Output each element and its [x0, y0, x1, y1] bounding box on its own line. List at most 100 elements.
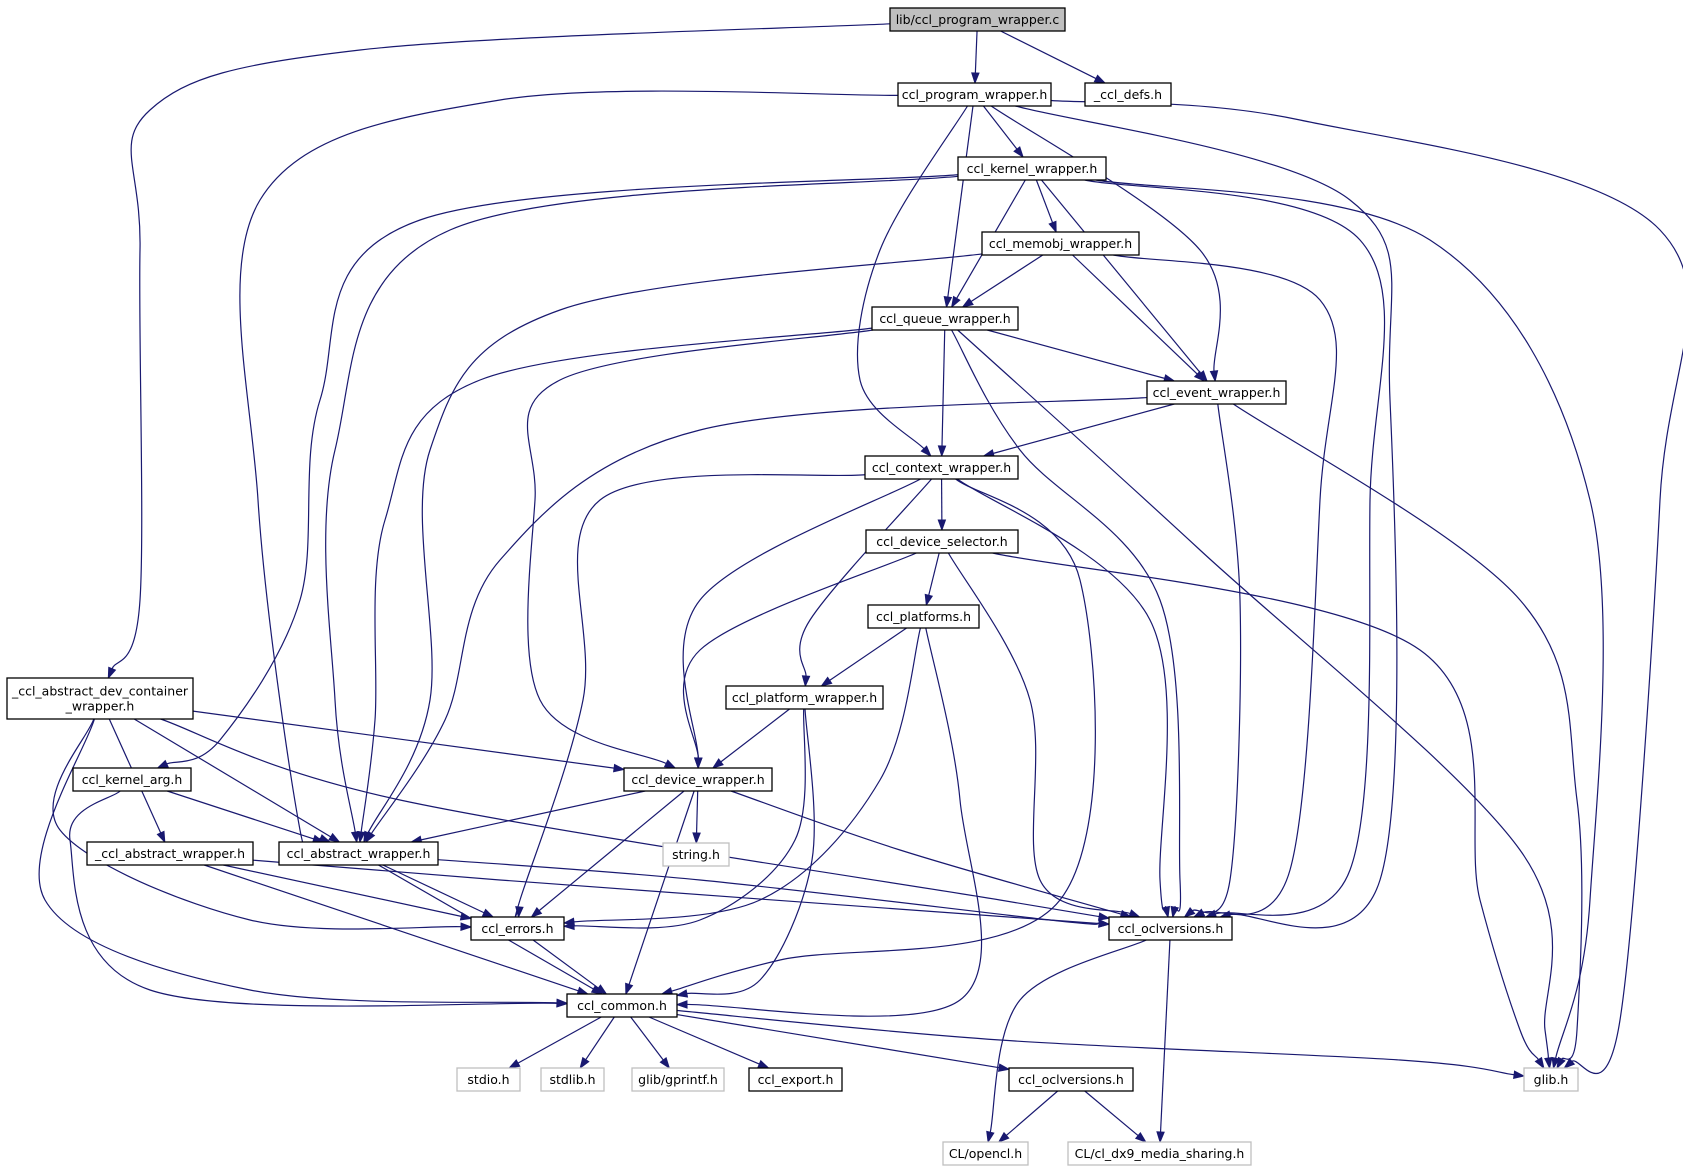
arrowhead: [997, 1131, 1010, 1143]
node-label: CL/cl_dx9_media_sharing.h: [1075, 1146, 1245, 1161]
node-queue[interactable]: ccl_queue_wrapper.h: [871, 306, 1019, 331]
node-oclv2[interactable]: ccl_oclversions.h: [1008, 1067, 1134, 1092]
node-absw_[interactable]: _ccl_abstract_wrapper.h: [86, 841, 254, 866]
edge-line: [526, 329, 874, 765]
arrowhead: [971, 72, 980, 85]
edge-line: [676, 1009, 1515, 1076]
node-box: [864, 455, 1019, 480]
node-oclv1[interactable]: ccl_oclversions.h: [1108, 916, 1233, 941]
node-label: ccl_program_wrapper.h: [902, 87, 1048, 102]
edge-line: [974, 30, 978, 74]
node-stdio: stdio.h: [456, 1067, 521, 1092]
edge-line: [982, 105, 1018, 150]
arrowhead: [820, 676, 833, 687]
arrowhead: [1534, 1056, 1545, 1070]
node-box: [86, 841, 254, 866]
node-device[interactable]: ccl_device_wrapper.h: [623, 767, 773, 792]
node-absw[interactable]: ccl_abstract_wrapper.h: [278, 841, 439, 866]
node-box: [566, 993, 678, 1018]
edge-absw-to-oclv1: [437, 859, 1111, 928]
node-absdev[interactable]: _ccl_abstract_dev_container_wrapper.h: [6, 677, 194, 720]
arrowhead: [356, 831, 366, 844]
edge-memobj-to-event: [1072, 254, 1206, 383]
node-box: [981, 231, 1140, 256]
node-label: ccl_platforms.h: [876, 609, 971, 624]
node-label: ccl_kernel_arg.h: [82, 772, 183, 787]
node-box: [897, 82, 1052, 107]
node-kernel[interactable]: ccl_kernel_wrapper.h: [957, 156, 1107, 181]
edge-common-to-stdlib: [579, 1016, 615, 1070]
edge-line: [1113, 254, 1338, 916]
edge-line: [585, 1016, 615, 1061]
edge-line: [325, 175, 959, 833]
arrowhead: [579, 1056, 590, 1070]
node-prog_c[interactable]: lib/ccl_program_wrapper.c: [889, 7, 1066, 32]
node-label: ccl_memobj_wrapper.h: [989, 236, 1132, 251]
arrowhead: [328, 832, 341, 843]
node-common[interactable]: ccl_common.h: [566, 993, 678, 1018]
edge-memobj-to-oclv1: [1113, 254, 1338, 918]
edge-line: [370, 396, 1148, 834]
arrowhead: [1048, 220, 1057, 234]
edge-common-to-stdio: [507, 1016, 602, 1069]
node-box: [456, 1067, 521, 1092]
edge-line: [941, 329, 946, 447]
edge-kernel-to-absw: [325, 175, 959, 844]
node-devsel[interactable]: ccl_device_selector.h: [865, 529, 1019, 554]
edge-line: [989, 939, 1147, 1133]
node-kernarg[interactable]: ccl_kernel_arg.h: [72, 767, 192, 792]
arrowhead: [920, 445, 932, 458]
arrowhead: [156, 830, 166, 844]
node-box: [72, 767, 192, 792]
node-defs[interactable]: _ccl_defs.h: [1084, 82, 1172, 107]
node-memobj[interactable]: ccl_memobj_wrapper.h: [981, 231, 1140, 256]
edge-devsel-to-oclv1: [947, 552, 1141, 918]
edge-line: [1072, 254, 1198, 375]
arrowhead: [1513, 1070, 1526, 1079]
node-label: ccl_export.h: [758, 1072, 834, 1087]
arrowhead: [997, 1063, 1011, 1072]
node-box: [1067, 1141, 1252, 1166]
edge-prog_h-to-queue: [943, 105, 974, 309]
node-platforms[interactable]: ccl_platforms.h: [867, 604, 980, 629]
node-label: ccl_oclversions.h: [1118, 921, 1224, 936]
arrowhead: [711, 758, 724, 769]
arrowhead: [613, 763, 626, 773]
arrowhead: [350, 830, 360, 844]
arrowhead: [481, 908, 495, 918]
edge-platform-to-device: [711, 708, 790, 769]
node-label: _wrapper.h: [65, 699, 135, 714]
edge-line: [382, 864, 485, 914]
node-label: ccl_common.h: [577, 998, 667, 1013]
edge-line: [956, 478, 1168, 911]
node-export[interactable]: ccl_export.h: [748, 1067, 843, 1092]
edge-line: [360, 327, 873, 833]
arrowhead: [1097, 912, 1111, 921]
edge-prog_h-to-event: [990, 105, 1221, 383]
edge-line: [192, 710, 615, 769]
node-layer: lib/ccl_program_wrapper.c ccl_program_wra…: [6, 7, 1579, 1166]
node-box: [942, 1141, 1029, 1166]
node-prog_h[interactable]: ccl_program_wrapper.h: [897, 82, 1052, 107]
node-platform[interactable]: ccl_platform_wrapper.h: [725, 685, 884, 710]
arrowhead: [1556, 1056, 1566, 1070]
node-errors[interactable]: ccl_errors.h: [470, 916, 565, 941]
arrowhead: [694, 757, 703, 770]
node-box: [1108, 916, 1233, 941]
node-context[interactable]: ccl_context_wrapper.h: [864, 455, 1019, 480]
node-box: [6, 677, 194, 720]
node-label: glib.h: [1534, 1072, 1569, 1087]
arrowhead: [507, 1059, 521, 1069]
node-stdlib: stdlib.h: [540, 1067, 605, 1092]
arrowhead: [1098, 919, 1111, 928]
edge-oclv2-to-dx9: [1084, 1090, 1147, 1143]
edge-device-to-absw: [409, 790, 646, 844]
node-event[interactable]: ccl_event_wrapper.h: [1146, 380, 1287, 405]
edge-common-to-oclv2: [676, 1013, 1011, 1072]
edge-event-to-glib: [1232, 403, 1583, 1070]
edge-line: [928, 552, 940, 596]
edge-absw-to-errors: [382, 864, 495, 918]
arrowhead: [156, 759, 169, 769]
edge-line: [730, 790, 1122, 915]
edge-line: [628, 790, 695, 985]
